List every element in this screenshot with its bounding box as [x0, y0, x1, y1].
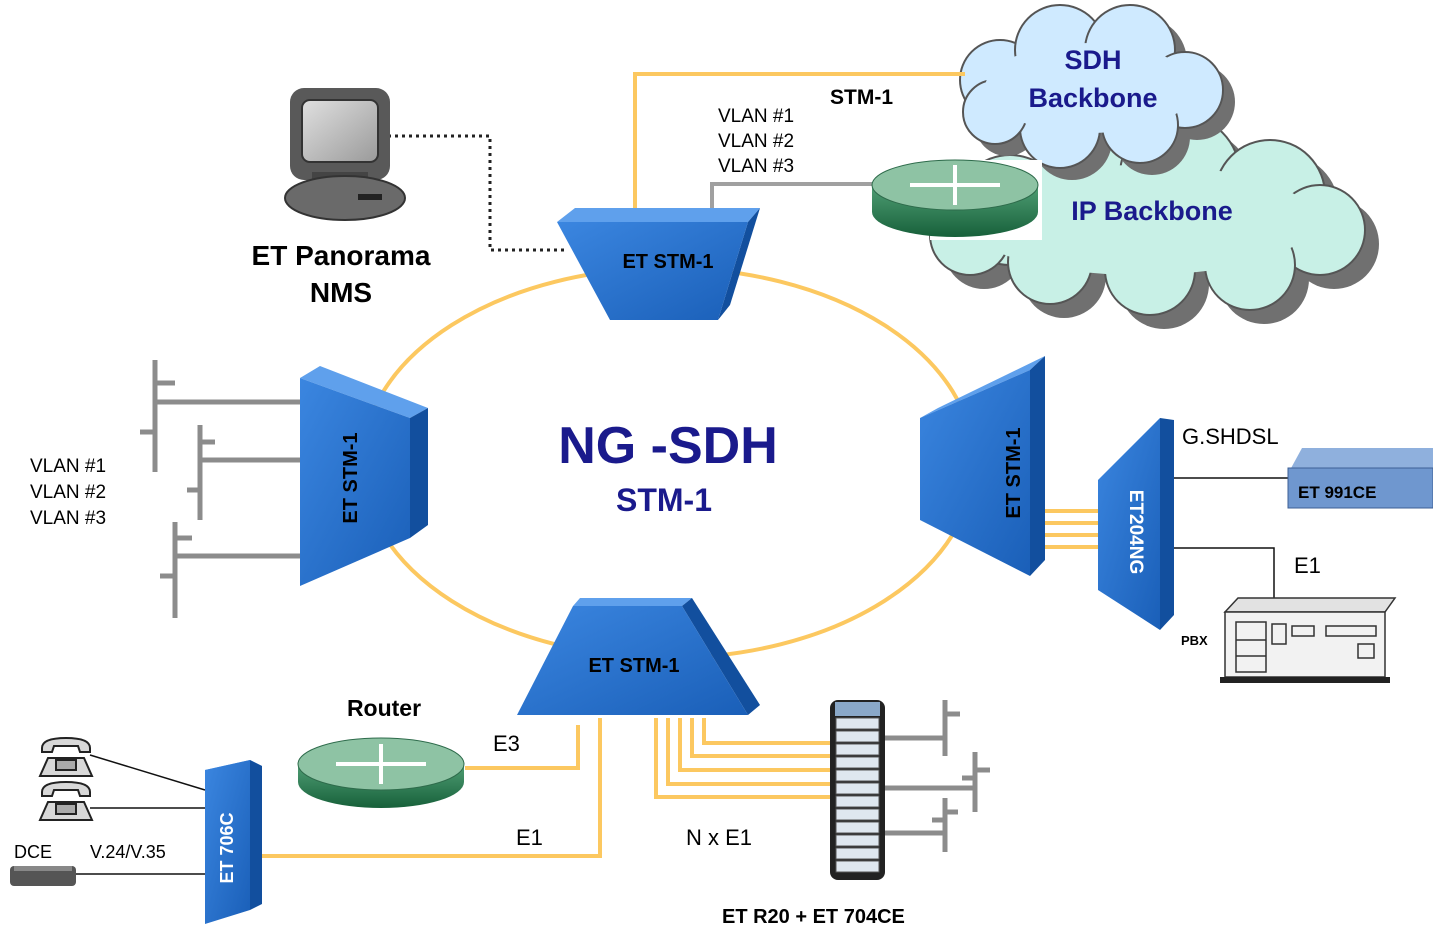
- dce-device[interactable]: [10, 866, 76, 886]
- nms-label-2: NMS: [310, 277, 372, 308]
- r20-label: ET R20 + ET 704CE: [722, 906, 905, 928]
- telephone-icon[interactable]: [38, 736, 94, 777]
- ring-title: NG -SDH: [558, 417, 778, 475]
- router-ip-backbone[interactable]: [871, 159, 1042, 240]
- node-right-label: ET STM-1: [1003, 427, 1025, 518]
- node-bottom-label: ET STM-1: [588, 655, 679, 677]
- node-top-label: ET STM-1: [622, 251, 713, 273]
- node-right-et-stm1[interactable]: ET STM-1: [920, 356, 1045, 576]
- nxe1-label: N x E1: [686, 825, 752, 850]
- vlan-left-2: VLAN #2: [30, 482, 106, 503]
- e3-label: E3: [493, 731, 520, 756]
- sdh-cloud-label-2: Backbone: [1028, 83, 1157, 113]
- ip-cloud-label: IP Backbone: [1071, 196, 1233, 226]
- et991ce-label: ET 991CE: [1298, 483, 1376, 502]
- node-top-et-stm1[interactable]: ET STM-1: [557, 208, 760, 320]
- stm1-link-label: STM-1: [830, 86, 893, 109]
- pbx-icon[interactable]: [1220, 597, 1397, 683]
- sdh-backbone-cloud: [959, 4, 1235, 180]
- vlan-top-1: VLAN #1: [718, 106, 794, 127]
- vlan-top-3: VLAN #3: [718, 156, 794, 177]
- vlan-left-3: VLAN #3: [30, 508, 106, 529]
- v24-label: V.24/V.35: [90, 842, 166, 862]
- ring-subtitle: STM-1: [616, 482, 712, 518]
- rack-et-r20[interactable]: [830, 700, 885, 880]
- vlan-top-2: VLAN #2: [718, 131, 794, 152]
- device-et991ce[interactable]: ET 991CE: [1287, 448, 1433, 509]
- e1-bottom-label: E1: [516, 825, 543, 850]
- copper-links: [75, 477, 1288, 875]
- et706c-label: ET 706C: [217, 812, 237, 883]
- router-bottom[interactable]: [297, 737, 465, 808]
- fiber-links: [262, 72, 1100, 858]
- nms-label-1: ET Panorama: [252, 240, 431, 271]
- e1-pbx-label: E1: [1294, 553, 1321, 578]
- pbx-label: PBX: [1181, 633, 1208, 648]
- lan-link: [710, 182, 880, 212]
- node-bottom-et-stm1[interactable]: ET STM-1: [517, 598, 760, 715]
- vlan-bus-bottom-right: [885, 700, 990, 852]
- vlan-left-1: VLAN #1: [30, 456, 106, 477]
- et204ng-label: ET204NG: [1125, 490, 1146, 574]
- vlan-bus-left: [140, 360, 300, 618]
- node-left-et-stm1[interactable]: ET STM-1: [300, 366, 428, 586]
- node-left-label: ET STM-1: [340, 432, 362, 523]
- telephone-icon[interactable]: [38, 780, 94, 821]
- gshdsl-label: G.SHDSL: [1182, 424, 1279, 449]
- node-et706c[interactable]: ET 706C: [205, 760, 262, 924]
- sdh-cloud-label-1: SDH: [1064, 45, 1121, 75]
- node-et204ng[interactable]: ET204NG: [1098, 418, 1174, 630]
- nms-link: [388, 134, 568, 252]
- computer-icon[interactable]: [284, 88, 406, 221]
- dce-label: DCE: [14, 842, 52, 862]
- router-label: Router: [347, 695, 421, 721]
